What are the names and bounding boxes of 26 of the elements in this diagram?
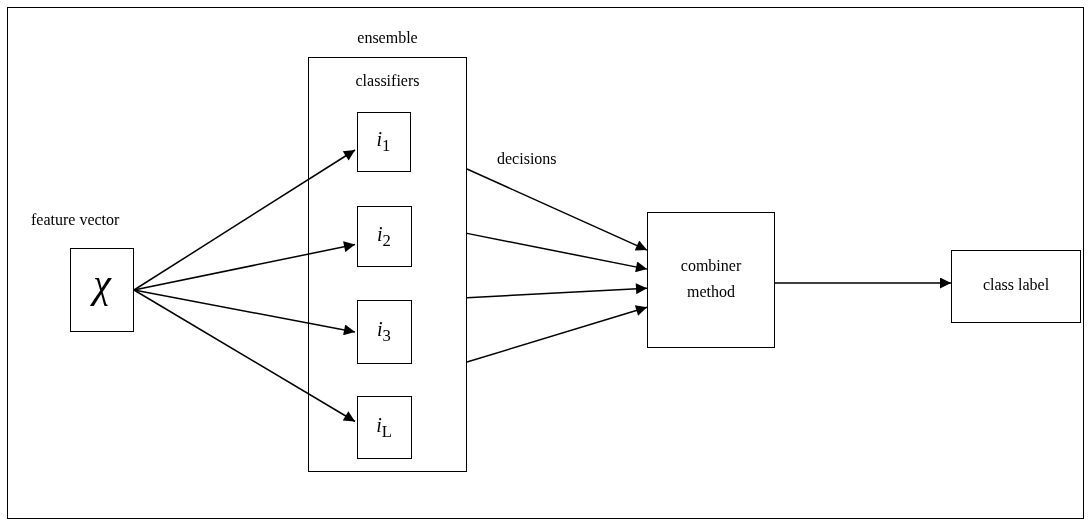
arrow <box>466 283 648 299</box>
classifier-label: i$_{3}$ <box>376 317 392 345</box>
arrow <box>466 232 648 273</box>
classifier-box <box>356 111 411 172</box>
classifier-box <box>356 205 412 267</box>
classifier-label: i$_{L}$ <box>375 413 393 441</box>
classifier-label: i$_{2}$ <box>376 222 392 250</box>
arrow <box>466 168 648 251</box>
group-heading: ensemble <box>356 29 419 48</box>
input-label: feature vector <box>31 211 120 230</box>
arrow <box>466 305 648 363</box>
output-label: class label <box>981 276 1051 295</box>
classifier-box <box>356 395 412 459</box>
variable-symbol: χ <box>71 261 133 307</box>
arrow <box>133 289 356 423</box>
classifier-label: i$_{1}$ <box>375 127 392 155</box>
arrow <box>133 289 356 336</box>
arrow <box>133 241 356 291</box>
process-box <box>647 212 775 348</box>
process-label: combiner method <box>679 256 743 302</box>
arrow <box>774 277 952 289</box>
output-box <box>951 250 1081 323</box>
edge-group-label: decisions <box>497 150 557 169</box>
classifier-box <box>356 299 412 364</box>
group-heading: classifiers <box>354 72 421 91</box>
arrow <box>133 149 356 291</box>
